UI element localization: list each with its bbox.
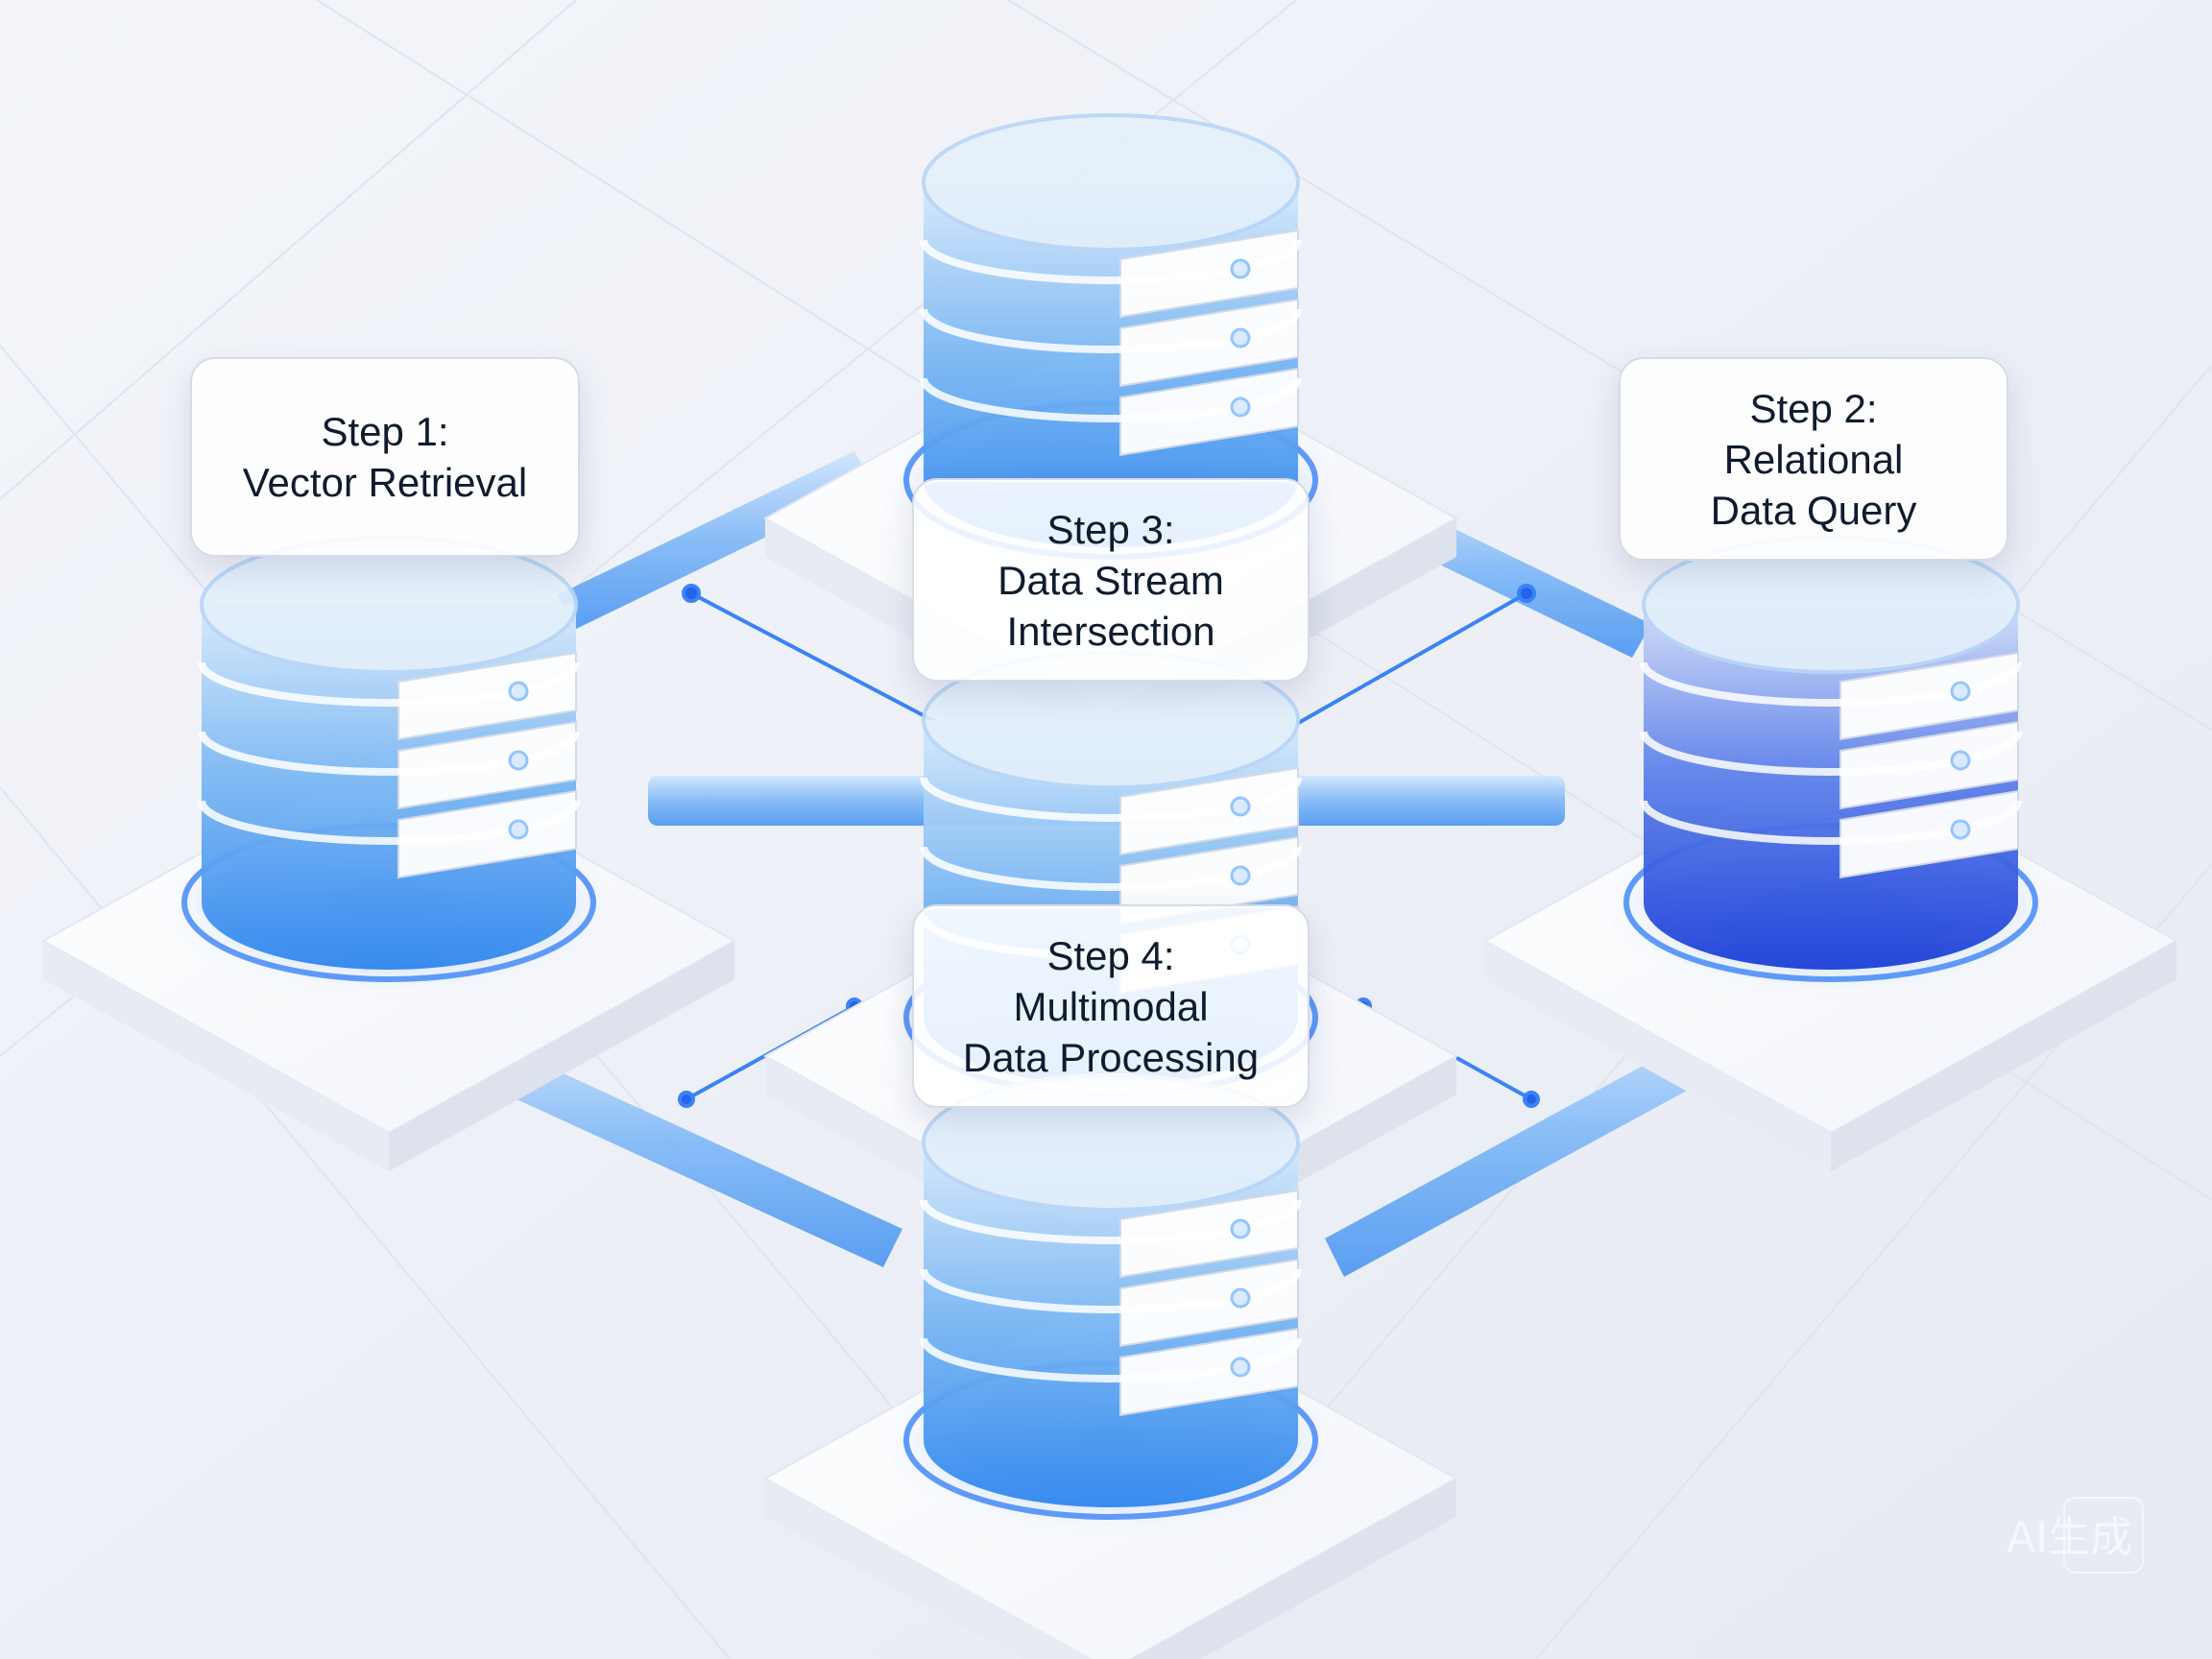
- step-3-desc-line1: Data Stream: [998, 557, 1224, 603]
- database-cylinder-icon: [198, 536, 580, 970]
- watermark: AI生成: [2007, 1497, 2144, 1574]
- step-3-desc-line2: Intersection: [1006, 608, 1215, 654]
- database-node-right: [1482, 536, 2179, 1171]
- database-cylinder-icon: [920, 1073, 1302, 1507]
- database-node-bottom: [762, 1073, 1459, 1659]
- watermark-text: AI生成: [2007, 1513, 2132, 1562]
- step-3-label: Step 3: Data Stream Intersection: [912, 478, 1310, 682]
- step-4-label: Step 4: Multimodal Data Processing: [912, 904, 1310, 1108]
- step-2-desc-line2: Data Query: [1710, 487, 1917, 533]
- database-cylinder-icon: [920, 113, 1302, 547]
- step-3-title: Step 3:: [1046, 506, 1175, 552]
- step-4-desc-line2: Data Processing: [962, 1034, 1260, 1080]
- database-cylinder-icon: [1640, 536, 2022, 970]
- step-4-title: Step 4:: [1046, 932, 1175, 978]
- step-1-desc: Vector Retrieval: [242, 460, 528, 505]
- step-2-label: Step 2: Relational Data Query: [1619, 357, 2008, 561]
- step-1-label: Step 1: Vector Retrieval: [190, 357, 580, 557]
- step-1-title: Step 1:: [321, 409, 449, 454]
- step-2-title: Step 2:: [1749, 385, 1878, 431]
- step-4-desc-line1: Multimodal: [1013, 983, 1209, 1029]
- step-2-desc-line1: Relational: [1723, 436, 1904, 482]
- database-node-left: [40, 536, 737, 1171]
